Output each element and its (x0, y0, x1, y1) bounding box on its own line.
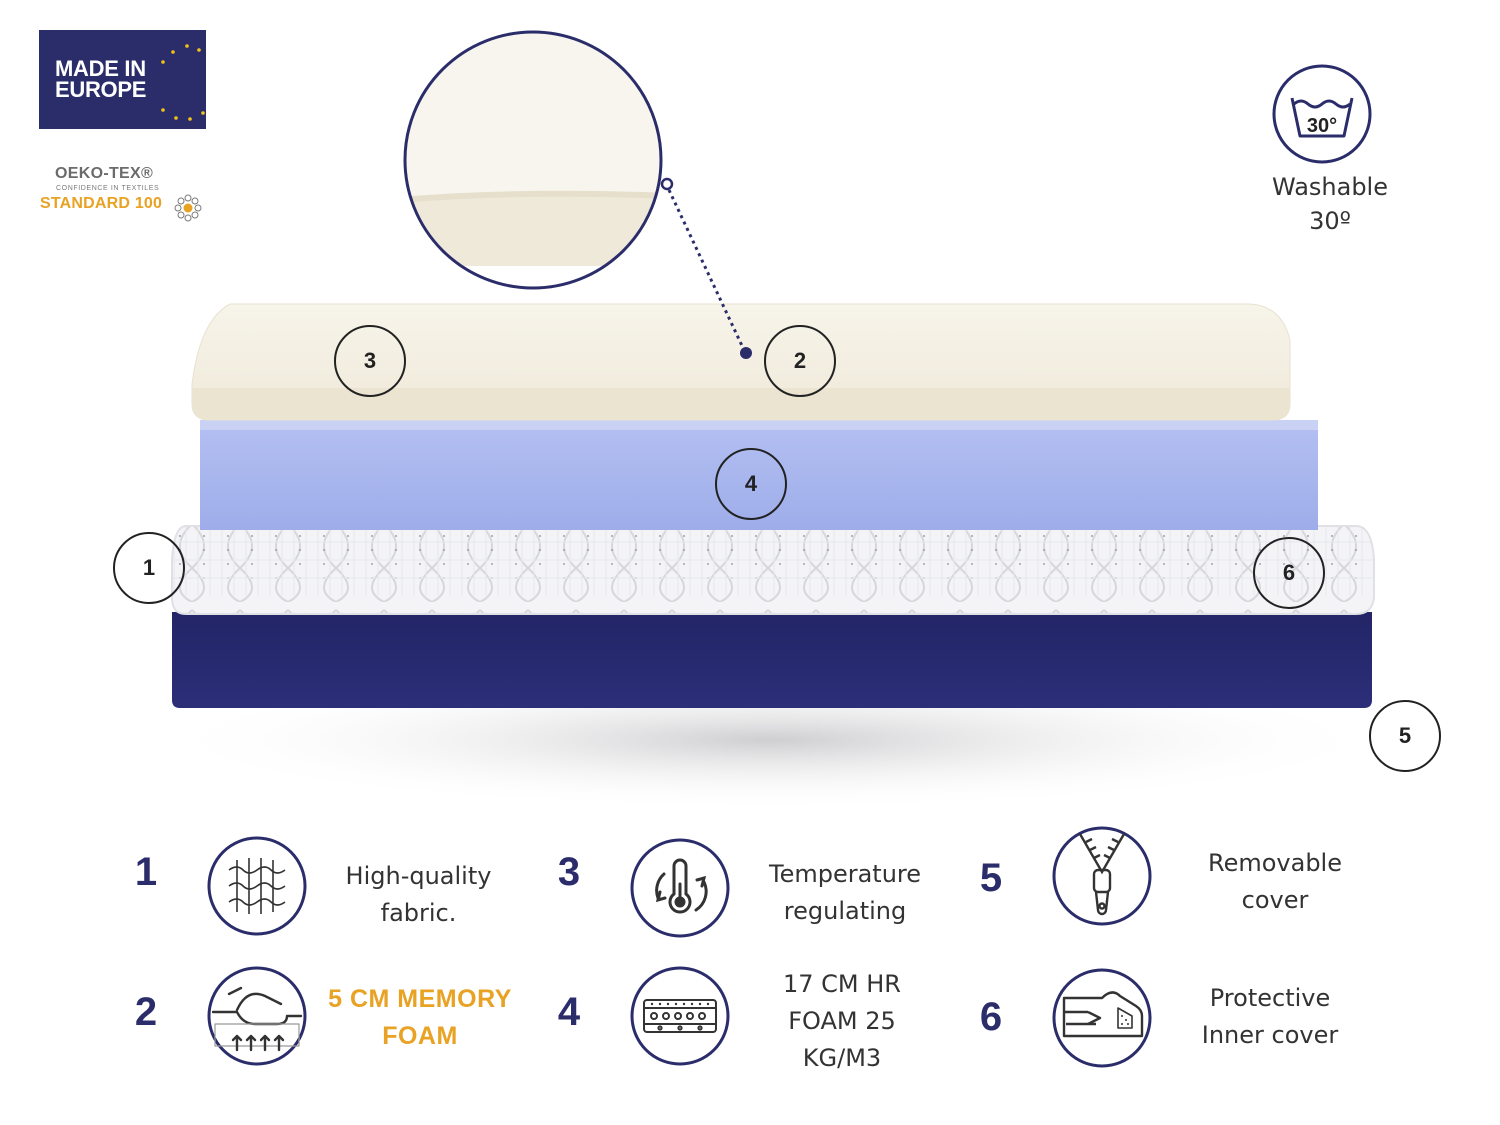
feature-5-number: 5 (979, 856, 1003, 900)
washable-label: Washable 30º (1240, 170, 1420, 238)
wash-line1: Washable (1272, 173, 1388, 201)
washable-icon: 30° (1272, 64, 1372, 164)
fabric-icon (207, 836, 307, 936)
inner-cover-icon (1052, 968, 1152, 1068)
feature-5-line2: cover (1241, 886, 1309, 914)
feature-3-number: 3 (557, 850, 581, 894)
callout-1: 1 (113, 532, 185, 604)
wash-line2: 30º (1309, 207, 1351, 235)
temperature-icon (630, 838, 730, 938)
oeko-brand: OEKO-TEX® (55, 165, 154, 182)
feature-1-number: 1 (134, 850, 158, 894)
feature-2-text: 5 CM MEMORY FOAM (306, 981, 534, 1055)
feature-6-number: 6 (979, 995, 1003, 1039)
feature-1-line2: fabric. (380, 899, 457, 927)
zipper-icon (1052, 826, 1152, 926)
feature-6-text: Protective Inner cover (1180, 980, 1360, 1054)
europe-text: EUROPE (55, 77, 147, 102)
eu-stars-icon (161, 44, 205, 121)
feature-3-line2: regulating (783, 897, 907, 925)
feature-6-line2: Inner cover (1201, 1021, 1339, 1049)
callout-6: 6 (1253, 537, 1325, 609)
feature-2-line2: FOAM (382, 1022, 458, 1050)
feature-4-number: 4 (557, 990, 581, 1034)
feature-1-text: High-quality fabric. (316, 858, 521, 932)
callout-2: 2 (764, 325, 836, 397)
callout-5: 5 (1369, 700, 1441, 772)
feature-5-text: Removable cover (1175, 845, 1375, 919)
feature-4-line2: FOAM 25 (788, 1007, 896, 1035)
oeko-flower-icon (174, 194, 202, 222)
feature-4-text: 17 CM HR FOAM 25 KG/M3 (752, 966, 932, 1077)
hr-foam-icon (630, 966, 730, 1066)
feature-4-line1: 17 CM HR (783, 970, 901, 998)
feature-5-line1: Removable (1207, 849, 1342, 877)
feature-4-line3: KG/M3 (802, 1044, 882, 1072)
feature-2-number: 2 (134, 990, 158, 1034)
made-in-text: MADE IN (55, 56, 146, 81)
oeko-standard: STANDARD 100 (40, 195, 163, 212)
oeko-subtitle: CONFIDENCE IN TEXTILES (56, 185, 160, 192)
feature-1-line1: High-quality (345, 862, 492, 890)
memory-foam-icon (207, 966, 307, 1066)
made-in-europe-badge: MADE IN EUROPE (39, 30, 206, 129)
feature-3-line1: Temperature (768, 860, 922, 888)
wash-temp: 30° (1307, 115, 1337, 137)
callout-4: 4 (715, 448, 787, 520)
feature-6-line1: Protective (1209, 984, 1331, 1012)
callout-3: 3 (334, 325, 406, 397)
feature-3-text: Temperature regulating (745, 856, 945, 930)
feature-2-line1: 5 CM MEMORY (328, 985, 512, 1013)
oeko-tex-badge: OEKO-TEX® CONFIDENCE IN TEXTILES STANDAR… (40, 163, 210, 223)
